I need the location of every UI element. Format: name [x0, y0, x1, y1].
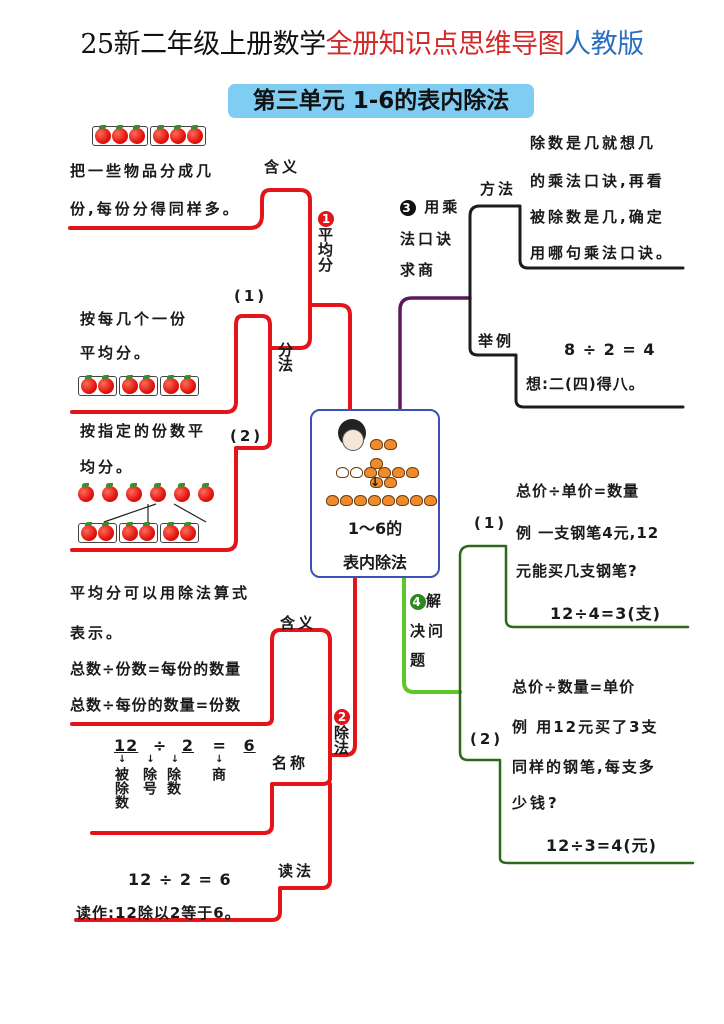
problem2-answer: 12÷3=4(元) — [546, 836, 657, 855]
method1-marker: (1) — [234, 287, 268, 305]
division-formula-1: 总数÷份数=每份的数量 — [70, 660, 242, 678]
term-arrows: ↓↓↓↓ — [118, 754, 224, 765]
oranges-groups-icon — [326, 491, 438, 510]
problem2-question-3: 少钱? — [512, 794, 560, 812]
expr-equals: = — [212, 736, 227, 755]
branch4-item2-link — [458, 690, 695, 865]
branch3-method-link — [468, 204, 685, 300]
term-divisor: 除数 — [165, 767, 181, 795]
center-line1: 1～6的 — [347, 519, 403, 538]
branch2-trunk — [70, 572, 357, 757]
title-subject: 全册知识点思维导图 — [325, 29, 565, 60]
method1-line2: 平均分。 — [80, 344, 153, 362]
branch3-title-1: 用乘 — [424, 198, 461, 216]
branch2-reading-link — [74, 782, 332, 922]
branch4-title-2: 决问 — [410, 622, 447, 640]
badge-2-icon: 2 — [334, 709, 350, 725]
branch1-methods-label: 分法 — [276, 342, 294, 372]
branch1-label: 1 平均分 — [316, 208, 336, 272]
boy-face-icon — [342, 429, 364, 451]
expr-divide-sign: ÷ — [152, 736, 168, 755]
branch4-trunk — [402, 572, 462, 694]
branch3-example-label: 举例 — [478, 332, 515, 350]
orange-pile-icon — [370, 435, 410, 492]
arrow-down-icon: ↓ — [370, 475, 381, 489]
branch2-meaning-line1: 平均分可以用除法算式 — [70, 584, 251, 602]
division-formula-2: 总数÷每份的数量=份数 — [70, 696, 242, 714]
reading-read-as: 读作:12除以2等于6。 — [76, 904, 241, 922]
branch3-label: 3 用乘 法口诀 求商 — [400, 196, 460, 278]
method-line-1: 除数是几就想几 — [530, 134, 657, 152]
branch1-title: 平均分 — [316, 227, 334, 272]
branch2-names-label: 名称 — [272, 754, 309, 772]
term-divide-sign: 除号 — [141, 767, 157, 795]
example-think: 想:二(四)得八。 — [526, 375, 645, 393]
method1-line1: 按每几个一份 — [80, 310, 189, 328]
branch4-item1-link — [458, 544, 690, 694]
problem1-formula: 总价÷单价=数量 — [516, 482, 640, 500]
apples-3-3-icon — [92, 125, 208, 148]
branch1-method2-link — [70, 346, 272, 552]
branch3-example-link — [468, 296, 685, 409]
oranges-row-icon — [336, 463, 420, 482]
branch3-title-2: 法口诀 — [400, 230, 455, 248]
branch4-title-3: 题 — [410, 651, 429, 669]
branch2-meaning-label: 含义 — [280, 614, 317, 632]
branch2-meaning-line2: 表示。 — [70, 624, 125, 642]
problem2-marker: (2) — [470, 730, 504, 748]
page-title: 25新二年级上册数学全册知识点思维导图人教版 — [0, 22, 724, 61]
problem2-question-1: 例 用12元买了3支 — [512, 718, 659, 736]
problem2-formula: 总价÷数量=单价 — [512, 678, 636, 696]
example-expr: 8 ÷ 2 = 4 — [564, 340, 656, 359]
apples-3-groups-icon — [78, 522, 201, 545]
branch1-meaning-label: 含义 — [264, 158, 301, 176]
branch1-meaning-line2: 份,每份分得同样多。 — [70, 200, 241, 218]
branch1-methods-link — [70, 303, 312, 414]
branch2-names-link — [90, 753, 332, 835]
center-topic: ↓ 1～6的 表内除法 — [310, 409, 440, 578]
badge-3-icon: 3 — [400, 200, 416, 216]
method2-line2: 均分。 — [80, 458, 135, 476]
expr-quotient: 6 — [243, 736, 256, 755]
method2-marker: (2) — [230, 427, 264, 445]
branch3-title-3: 求商 — [400, 261, 437, 279]
names-expr: 12 ÷ 2 = 6 — [114, 736, 256, 755]
method-line-3: 被除数是几,确定 — [530, 208, 665, 226]
term-quotient: 商 — [210, 767, 226, 781]
branch1-meaning-line1: 把一些物品分成几 — [70, 162, 215, 180]
problem1-marker: (1) — [474, 514, 508, 532]
method-line-4: 用哪句乘法口诀。 — [530, 244, 675, 262]
center-line2: 表内除法 — [342, 553, 407, 572]
method-line-2: 的乘法口诀,再看 — [530, 172, 665, 190]
branch3-trunk — [398, 296, 472, 412]
expr-divisor: 2 — [181, 736, 194, 755]
problem1-question-1: 例 一支钢笔4元,12 — [516, 524, 660, 542]
branch4-title-1: 解 — [426, 592, 445, 610]
method2-line1: 按指定的份数平 — [80, 422, 207, 440]
branch3-method-label: 方法 — [480, 180, 517, 198]
six-apples-icon — [78, 483, 214, 502]
apples-2-2-2-icon — [78, 375, 201, 398]
branch2-reading-label: 读法 — [278, 862, 315, 880]
problem1-answer: 12÷4=3(支) — [550, 604, 661, 623]
expr-dividend: 12 — [114, 736, 139, 755]
badge-4-icon: 4 — [410, 594, 426, 610]
title-grade: 25新二年级上册数学 — [80, 29, 326, 60]
title-edition: 人教版 — [564, 29, 644, 60]
branch2-label: 2 除法 — [332, 706, 352, 755]
problem1-question-2: 元能买几支钢笔? — [516, 562, 638, 580]
reading-expr: 12 ÷ 2 = 6 — [128, 870, 232, 889]
term-dividend: 被除数 — [113, 767, 129, 809]
branch1-trunk — [68, 188, 352, 412]
branch2-title: 除法 — [332, 725, 350, 755]
badge-1-icon: 1 — [318, 211, 334, 227]
unit-title: 第三单元 1-6的表内除法 — [228, 84, 534, 118]
problem2-question-2: 同样的钢笔,每支多 — [512, 758, 656, 776]
split-arrows-icon — [103, 503, 207, 523]
